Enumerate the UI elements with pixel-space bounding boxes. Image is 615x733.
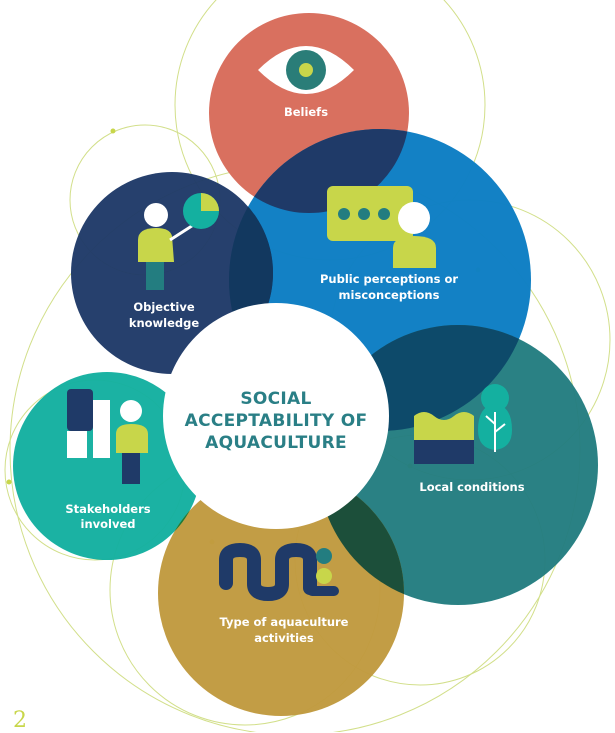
eye-icon [258,46,354,94]
objective-knowledge-label-line2: knowledge [129,316,200,330]
overlap-shading [158,129,531,605]
stakeholders-label-line1: Stakeholders [65,502,150,516]
water-tree-icon [414,384,512,464]
center-title-line1: SOCIAL [240,389,311,409]
beliefs-label: Beliefs [284,105,328,119]
public-perceptions-label-line1: Public perceptions or [320,272,458,286]
stakeholders-label-line2: involved [81,517,136,531]
local-conditions-label: Local conditions [419,480,524,494]
aquaculture-type-label-line2: activities [254,631,314,645]
aquaculture-lines-icon [219,542,339,602]
center-circle [163,303,389,529]
page-number: 2 [13,708,27,733]
center-title-line3: AQUACULTURE [205,433,347,453]
teacher-presenting-icon [138,193,219,290]
objective-knowledge-label-line1: Objective [133,300,195,314]
stakeholders-circle [13,372,201,560]
public-perceptions-label-line2: misconceptions [339,288,440,302]
center-title-line2: ACCEPTABILITY OF [185,411,368,431]
aquaculture-type-label-line1: Type of aquaculture [220,615,349,629]
people-group-icon [67,389,148,484]
speech-bubble-person-icon [327,186,436,268]
